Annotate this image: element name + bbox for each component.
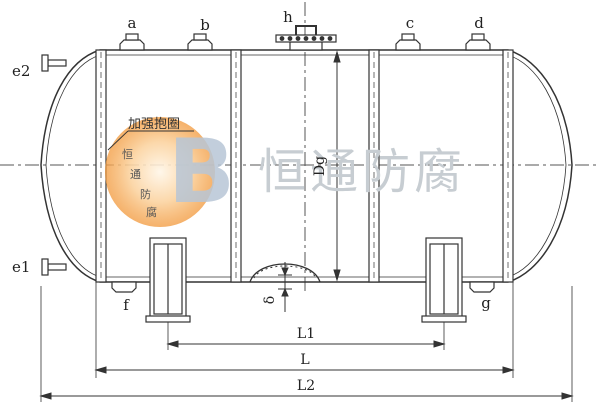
logo-char-3: 防 [140, 187, 151, 201]
nozzle-a [119, 33, 145, 51]
label-b: b [200, 16, 210, 34]
saddle-left [145, 237, 191, 323]
label-h: h [283, 8, 293, 26]
dimension-dg [333, 50, 341, 282]
label-l: L [300, 352, 309, 368]
nozzle-e2 [41, 54, 67, 72]
label-d: d [474, 14, 484, 32]
label-a: a [128, 14, 137, 32]
label-e1: e1 [12, 258, 30, 276]
label-l1: L1 [297, 326, 315, 342]
nozzle-d [465, 33, 491, 51]
nozzle-c [395, 33, 421, 51]
callout-reinforcing-ring: 加强抱圈 [107, 116, 194, 151]
label-c: c [406, 14, 414, 32]
logo-glow [105, 117, 215, 227]
saddle-right [421, 237, 467, 323]
bottom-nozzles [111, 281, 495, 293]
dimension-l [94, 366, 515, 374]
nozzle-b [187, 33, 213, 51]
label-dg: Dg [312, 156, 328, 176]
logo-letter: B [168, 120, 235, 223]
logo-char-4: 腐 [146, 205, 157, 219]
label-e2: e2 [12, 62, 30, 80]
watermark-text: 恒通防腐 [258, 144, 466, 200]
side-nozzles [41, 54, 67, 276]
label-delta: δ [262, 296, 278, 304]
label-f: f [123, 296, 130, 314]
watermark-logo: B 恒 通 防 腐 [105, 117, 235, 227]
nozzle-e1 [41, 258, 67, 276]
dimension-l2 [39, 392, 574, 400]
logo-char-1: 恒 [122, 148, 133, 161]
top-nozzles [119, 33, 491, 51]
callout-text: 加强抱圈 [128, 116, 180, 132]
manhole-h [275, 25, 337, 51]
label-g: g [481, 294, 491, 312]
logo-char-2: 通 [130, 168, 141, 181]
saddle-supports [145, 237, 467, 323]
nozzle-f [111, 281, 137, 293]
dimension-l1 [166, 340, 446, 348]
dimension-delta [278, 262, 292, 312]
nozzle-g [469, 281, 495, 293]
label-l2: L2 [297, 378, 315, 394]
